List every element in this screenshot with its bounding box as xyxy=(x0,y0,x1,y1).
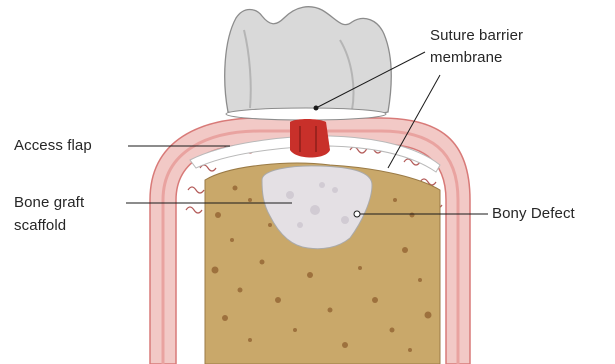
label-suture-barrier-membrane-line2: membrane xyxy=(430,48,503,68)
tooth-cervical-ring xyxy=(226,108,386,120)
label-bony-defect: Bony Defect xyxy=(492,204,575,224)
label-access-flap: Access flap xyxy=(14,136,92,156)
label-bone-graft-line2: scaffold xyxy=(14,216,66,236)
suture-tissue xyxy=(290,119,330,158)
label-bone-graft-line1: Bone graft xyxy=(14,193,84,213)
defect-marker xyxy=(354,211,360,217)
label-suture-barrier-membrane-line1: Suture barrier xyxy=(430,26,523,46)
